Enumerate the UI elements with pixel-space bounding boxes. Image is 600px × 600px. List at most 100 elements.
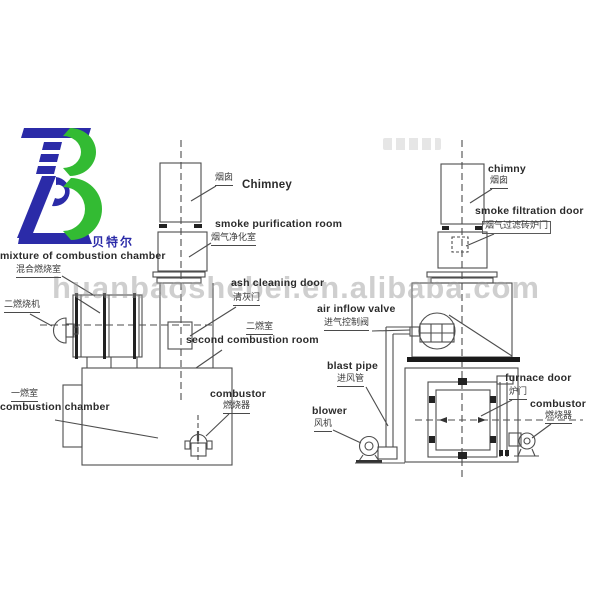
purification-flange-plate-1: [152, 271, 206, 278]
door-bolt-tr: [490, 396, 496, 403]
label-mixture-zh: 混合燃烧室: [16, 265, 62, 278]
door-hinge-top: [458, 378, 467, 385]
blower-outlet-box: [377, 446, 398, 460]
label-blast-pipe-zh: 进风管: [337, 374, 365, 387]
leader-chimny: [469, 188, 493, 204]
alibaba-watermark: huanbaoshebei.en.alibaba.com: [52, 270, 540, 305]
mixture-chamber-cylinder: [72, 294, 143, 358]
left-chimney-outline: [159, 162, 202, 223]
door-bolt-br: [490, 436, 496, 443]
label-second-room-en: second combustion room: [186, 334, 319, 346]
label-blower-zh: 风机: [314, 419, 333, 432]
door-pipe-head: [496, 375, 514, 385]
label-chamber-en: combustion chamber: [0, 401, 110, 413]
label-mixture-en: mixture of combustion chamber: [0, 250, 166, 262]
door-hinge-bottom: [458, 452, 467, 459]
leader-second-burner: [29, 313, 53, 327]
right-chimney-flange-left: [442, 226, 449, 230]
leader-furnace-door: [480, 399, 513, 417]
leader-blast-pipe: [365, 386, 389, 427]
label-chimney-en: Chimney: [242, 179, 292, 191]
cylinder-flange-ring-1: [75, 293, 78, 359]
label-combustor-right-en: combustor: [530, 398, 587, 410]
label-furnace-door-zh: 炉门: [509, 387, 528, 400]
smoke-purification-room-outline: [157, 231, 208, 272]
label-filtration-en: smoke filtration door: [475, 205, 584, 217]
label-purification-en: smoke purification room: [215, 218, 343, 230]
leader-chimney: [190, 185, 217, 202]
leader-filtration-door: [465, 233, 495, 247]
label-chimney-zh: 烟囱: [215, 173, 234, 186]
ash-cleaning-door-outline: [167, 321, 193, 350]
purification-flange-plate-2: [156, 277, 202, 284]
door-pipe-foot-1: [499, 450, 503, 456]
door-bolt-tl: [429, 396, 435, 403]
leader-chamber: [54, 419, 159, 439]
right-combustor-hub: [523, 437, 531, 445]
right-flange-plate-1: [426, 271, 498, 278]
label-air-valve-zh: 进气控制阀: [324, 318, 370, 331]
right-chimney-flange-right: [475, 226, 482, 230]
filtration-section-outline: [437, 231, 488, 269]
air-valve-wheel: [418, 312, 456, 350]
right-incinerator-side-view: [332, 140, 583, 478]
label-second-room-zh: 二燃室: [246, 322, 274, 335]
door-center-arrow-right: [478, 417, 486, 423]
furnace-door-panel: [435, 389, 491, 451]
label-air-valve-en: air inflow valve: [317, 303, 396, 315]
label-filtration-zh: 烟气过滤砖炉门: [482, 221, 552, 234]
cylinder-flange-ring-3: [133, 293, 136, 359]
combustion-chamber-outline: [81, 367, 233, 466]
label-chamber-zh: 一燃室: [11, 389, 39, 402]
label-second-burner-zh: 二燃烧机: [4, 300, 41, 313]
label-ash-door-zh: 清灰门: [233, 293, 261, 306]
leader-purification: [188, 242, 212, 258]
chamber-side-port: [62, 384, 83, 448]
label-chimny-en: chimny: [488, 163, 526, 175]
cylinder-flange-ring-2: [103, 293, 106, 359]
leader-combustor-left: [205, 413, 230, 437]
blower-hub: [364, 441, 374, 451]
leader-air-valve: [371, 329, 411, 332]
logo-chinese-text: 贝特尔: [92, 235, 135, 249]
door-center-arrow-left: [439, 417, 447, 423]
label-combustor-right-zh: 燃烧器: [545, 411, 573, 424]
combustor-tab-right: [206, 440, 213, 450]
label-combustor-left-en: combustor: [210, 388, 267, 400]
right-combustor-leg-right: [531, 448, 536, 457]
leader-ash-door: [189, 306, 237, 337]
label-blower-en: blower: [312, 405, 348, 417]
door-pipe-foot-2: [505, 450, 509, 456]
chimney-flange-right: [194, 224, 202, 228]
cylinder-hatch-line: [77, 298, 101, 314]
beiteer-logo: [17, 128, 102, 244]
label-blast-pipe-en: blast pipe: [327, 360, 379, 372]
upper-chamber-brace: [448, 314, 513, 357]
valve-inlet-stub: [409, 326, 421, 337]
blower-housing: [358, 435, 380, 457]
right-combustor-neck: [508, 432, 522, 447]
label-purification-zh: 烟气净化室: [211, 233, 257, 246]
door-bolt-bl: [429, 436, 435, 443]
right-combustor-leg-left: [517, 448, 522, 457]
second-burner-body: [52, 317, 67, 344]
left-incinerator-front-view: [29, 140, 237, 466]
label-furnace-door-en: furnace door: [505, 372, 572, 384]
combustor-body: [190, 442, 207, 457]
leader-second-room: [195, 349, 223, 369]
lower-chamber-outline: [404, 367, 519, 463]
second-burner-nozzle: [73, 326, 79, 335]
blower-base: [356, 460, 382, 463]
label-ash-door-en: ash cleaning door: [231, 277, 325, 289]
leader-combustor-right: [531, 423, 552, 439]
filtration-door-outline: [451, 236, 469, 253]
logo-green-b: [63, 128, 102, 240]
combustor-tab-left: [184, 440, 191, 450]
chimney-flange-left: [159, 224, 167, 228]
right-combustor-housing: [518, 432, 536, 450]
chamber-divider-bar: [407, 357, 520, 362]
leader-mixture: [61, 275, 96, 297]
leader-blower: [332, 429, 362, 444]
